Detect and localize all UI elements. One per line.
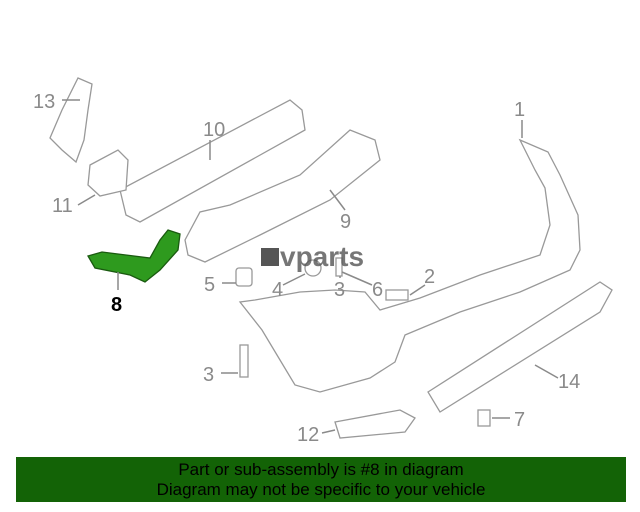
leader-arrow <box>62 99 559 434</box>
part-7-clip[interactable] <box>477 409 491 427</box>
callout-3-lower[interactable]: 3 <box>203 364 214 386</box>
part-9-absorber[interactable] <box>184 129 381 263</box>
callout-6[interactable]: 6 <box>372 279 383 301</box>
banner-line-2: Diagram may not be specific to your vehi… <box>156 480 486 499</box>
callout-10[interactable]: 10 <box>203 119 225 141</box>
callout-8[interactable]: 8 <box>111 294 122 316</box>
part-6-pin[interactable] <box>335 257 343 277</box>
callout-11[interactable]: 11 <box>52 195 73 217</box>
callout-1[interactable]: 1 <box>514 99 525 121</box>
part-8-bracket[interactable] <box>87 229 181 283</box>
watermark-logo-icon <box>261 248 279 266</box>
callout-9[interactable]: 9 <box>340 211 351 233</box>
part-2-bolt[interactable] <box>385 289 409 301</box>
callout-14[interactable]: 14 <box>558 371 580 393</box>
part-12-reflector[interactable] <box>334 409 416 439</box>
part-11-bracket[interactable] <box>87 149 129 197</box>
callout-7[interactable]: 7 <box>514 409 525 431</box>
callout-13[interactable]: 13 <box>33 91 55 113</box>
callout-5[interactable]: 5 <box>204 274 215 296</box>
callout-3-upper[interactable]: 3 <box>334 279 345 301</box>
banner-line-1: Part or sub-assembly is #8 in diagram <box>178 460 464 479</box>
callout-4[interactable]: 4 <box>272 279 283 301</box>
part-4-nut[interactable] <box>304 259 322 277</box>
watermark: vparts <box>280 241 364 272</box>
part-3-bolt[interactable] <box>239 344 249 378</box>
part-13-bracket[interactable] <box>49 77 93 164</box>
callout-2[interactable]: 2 <box>424 266 435 288</box>
parts-diagram: vparts 13 10 1 11 9 8 5 4 3 6 2 3 14 7 1… <box>33 77 613 446</box>
part-14-step-pad[interactable] <box>427 281 613 413</box>
part-1-bumper-cover[interactable] <box>238 138 581 393</box>
part-5-clip[interactable] <box>235 267 253 287</box>
part-10-reinforcement[interactable] <box>119 99 306 223</box>
callout-12[interactable]: 12 <box>297 424 319 446</box>
info-banner: Part or sub-assembly is #8 in diagram Di… <box>16 457 626 502</box>
